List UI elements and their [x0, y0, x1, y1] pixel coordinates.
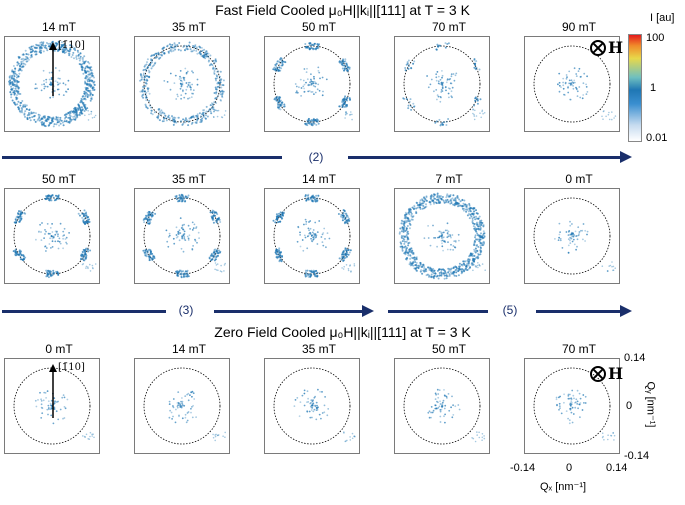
panel-label: 7 mT [435, 172, 463, 186]
sans-panel [134, 188, 230, 284]
step-label: (3) [178, 303, 194, 317]
colorbar-tick: 0.01 [646, 132, 668, 144]
process-arrow [388, 310, 488, 313]
process-arrow [348, 156, 620, 159]
sans-panel [394, 36, 490, 132]
sans-panel [394, 358, 490, 454]
arrow-head-icon [620, 151, 632, 163]
panel-label: 0 mT [565, 172, 593, 186]
sans-panel [524, 188, 620, 284]
panel-label: 0 mT [45, 342, 73, 356]
qy-tick: -0.14 [624, 450, 650, 462]
panel-label: 14 mT [171, 342, 206, 356]
panel-label: 14 mT [301, 172, 336, 186]
qx-axis-label: Qₓ [nm⁻¹] [540, 481, 587, 493]
colorbar [628, 34, 642, 142]
title-field-cooled: Fast Field Cooled μ₀H||kᵢ||[111] at T = … [215, 2, 470, 18]
arrow-head-icon [620, 305, 632, 317]
colorbar-tick: 100 [646, 32, 665, 44]
field-into-page-icon [590, 40, 606, 56]
sans-panel [4, 358, 100, 454]
panel-label: 50 mT [431, 342, 466, 356]
field-symbol: H [608, 364, 624, 383]
direction-arrow-icon [49, 42, 57, 96]
panel-label: 70 mT [431, 20, 466, 34]
sans-panel [264, 358, 360, 454]
direction-label: [1̄10] [58, 40, 85, 51]
panel-label: 50 mT [41, 172, 76, 186]
process-arrow [2, 310, 166, 313]
title-zero-field-cooled: Zero Field Cooled μ₀H||kᵢ||[111] at T = … [214, 324, 471, 340]
panel-label: 14 mT [41, 20, 76, 34]
step-label: (2) [308, 150, 324, 164]
arrow-head-icon [362, 305, 374, 317]
qy-axis-label: Qᵧ [nm⁻¹] [644, 381, 657, 428]
process-arrow [536, 310, 620, 313]
process-arrow [2, 156, 282, 159]
panel-label: 35 mT [171, 20, 206, 34]
sans-panel [264, 188, 360, 284]
sans-panel [4, 36, 100, 132]
process-arrow [214, 310, 362, 313]
panel-label: 35 mT [301, 342, 336, 356]
qy-tick: 0 [626, 400, 633, 412]
direction-label: [1̄10] [58, 362, 85, 373]
sans-panel [4, 188, 100, 284]
direction-arrow-icon [49, 364, 57, 418]
colorbar-title: I [au] [650, 12, 675, 24]
field-into-page-icon [590, 366, 606, 382]
panel-label: 70 mT [561, 342, 596, 356]
sans-panel [134, 358, 230, 454]
panel-label: 35 mT [171, 172, 206, 186]
panel-label: 90 mT [561, 20, 596, 34]
sans-panel [134, 36, 230, 132]
field-symbol: H [608, 38, 624, 57]
qx-tick: -0.14 [510, 462, 536, 474]
sans-panel [394, 188, 490, 284]
qx-tick: 0.14 [606, 462, 628, 474]
qx-tick: 0 [566, 462, 573, 474]
panel-label: 50 mT [301, 20, 336, 34]
sans-panel [264, 36, 360, 132]
colorbar-tick: 1 [650, 82, 657, 94]
step-label: (5) [502, 303, 518, 317]
qy-tick: 0.14 [624, 352, 646, 364]
